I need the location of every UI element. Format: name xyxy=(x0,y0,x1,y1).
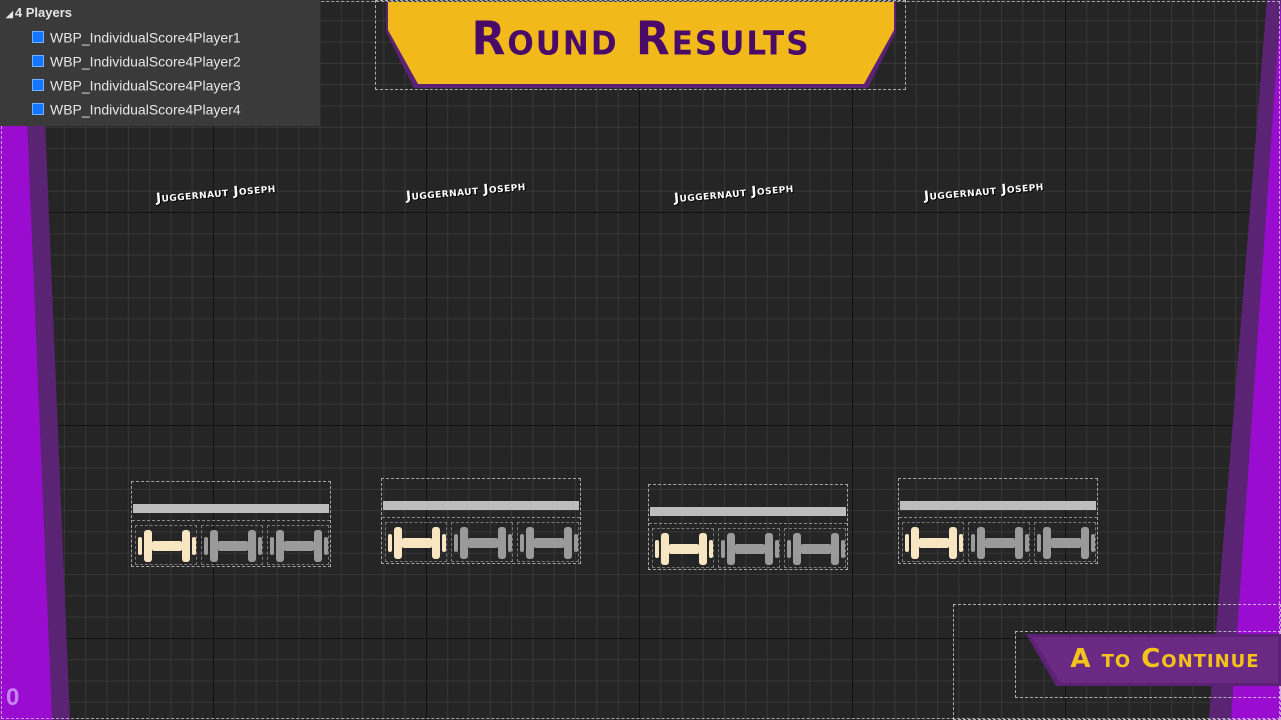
round-empty-dumbbell-icon xyxy=(968,522,1030,562)
hierarchy-panel[interactable]: ◢4 Players WBP_IndividualScore4Player1 W… xyxy=(0,0,320,126)
widget-icon xyxy=(32,31,44,44)
rounds-container xyxy=(382,517,580,563)
score-bar xyxy=(650,507,846,516)
rounds-container xyxy=(899,517,1097,563)
score-bar xyxy=(383,501,579,510)
round-empty-dumbbell-icon xyxy=(784,528,846,568)
hierarchy-item-player2[interactable]: WBP_IndividualScore4Player2 xyxy=(32,50,241,70)
hierarchy-item-label: WBP_IndividualScore4Player1 xyxy=(50,29,241,46)
title-widget-frame[interactable] xyxy=(375,0,906,90)
round-empty-dumbbell-icon xyxy=(1034,522,1096,562)
player1-score-widget[interactable] xyxy=(131,481,331,567)
title-banner xyxy=(386,2,896,88)
round-empty-dumbbell-icon xyxy=(267,525,329,565)
round-results-title: Round Results xyxy=(471,12,811,67)
player2-score-widget[interactable] xyxy=(381,478,581,564)
expand-triangle-icon[interactable]: ◢ xyxy=(6,9,13,19)
player4-score-widget[interactable] xyxy=(898,478,1098,564)
continue-banner xyxy=(1026,634,1281,686)
hierarchy-item-label: WBP_IndividualScore4Player3 xyxy=(50,77,241,94)
hierarchy-item-player1[interactable]: WBP_IndividualScore4Player1 xyxy=(32,26,241,46)
hierarchy-item-player3[interactable]: WBP_IndividualScore4Player3 xyxy=(32,74,241,94)
round-empty-dumbbell-icon xyxy=(201,525,263,565)
hierarchy-root[interactable]: ◢4 Players xyxy=(6,5,72,20)
widget-icon xyxy=(32,79,44,92)
score-bar xyxy=(133,504,329,513)
round-empty-dumbbell-icon xyxy=(517,522,579,562)
continue-prompt[interactable]: A to Continue xyxy=(1070,644,1260,674)
player3-score-widget[interactable] xyxy=(648,484,848,570)
round-won-dumbbell-icon xyxy=(385,522,447,562)
round-won-dumbbell-icon xyxy=(652,528,714,568)
hierarchy-root-label: 4 Players xyxy=(14,5,73,20)
hierarchy-item-label: WBP_IndividualScore4Player4 xyxy=(50,101,241,118)
widget-icon xyxy=(32,103,44,116)
hierarchy-item-player4[interactable]: WBP_IndividualScore4Player4 xyxy=(32,98,241,118)
rounds-container xyxy=(649,523,847,569)
score-bar xyxy=(900,501,1096,510)
hierarchy-item-label: WBP_IndividualScore4Player2 xyxy=(50,53,241,70)
rounds-container xyxy=(132,520,330,566)
round-won-dumbbell-icon xyxy=(135,525,197,565)
left-purple-border xyxy=(0,0,70,720)
round-empty-dumbbell-icon xyxy=(451,522,513,562)
round-won-dumbbell-icon xyxy=(902,522,964,562)
widget-icon xyxy=(32,55,44,68)
right-purple-border xyxy=(1209,0,1281,720)
corner-number: 0 xyxy=(6,684,20,711)
round-empty-dumbbell-icon xyxy=(718,528,780,568)
